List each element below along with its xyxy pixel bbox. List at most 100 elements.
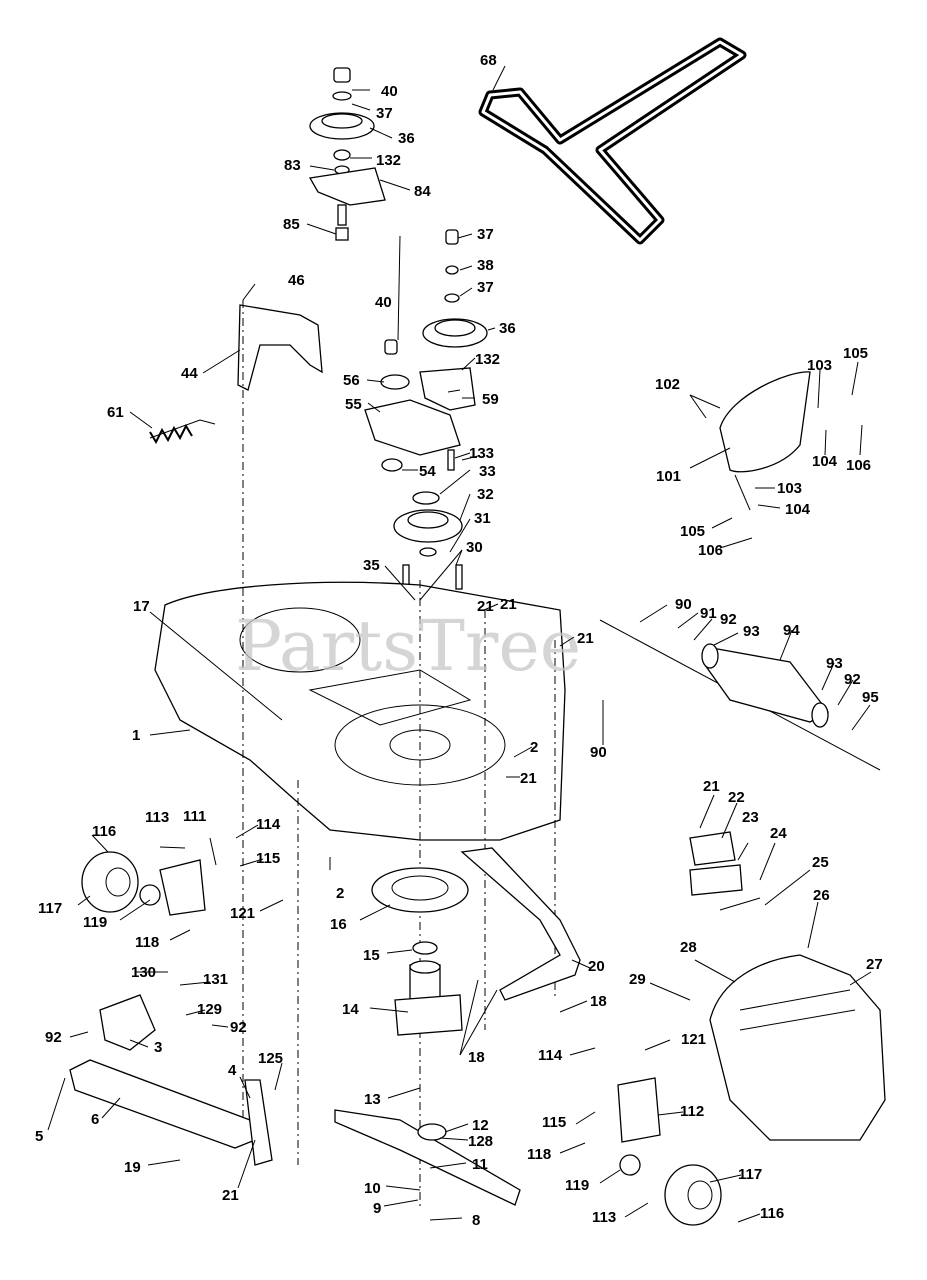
callout-114: 114 (256, 816, 281, 833)
callout-59: 59 (482, 391, 499, 408)
callout-105: 105 (680, 523, 705, 540)
callout-116: 116 (92, 823, 116, 840)
callout-31: 31 (474, 510, 491, 527)
callout-44: 44 (181, 365, 198, 382)
anti-scalp-roller[interactable] (599, 619, 881, 771)
callout-4: 4 (228, 1062, 237, 1079)
callout-28: 28 (680, 939, 697, 956)
callout-9: 9 (373, 1200, 381, 1217)
callout-15: 15 (363, 947, 380, 964)
callout-11: 11 (472, 1156, 488, 1173)
blade-adapter[interactable] (417, 1123, 447, 1141)
callout-20: 20 (588, 958, 605, 975)
callout-29: 29 (629, 971, 646, 988)
callout-33: 33 (479, 463, 496, 480)
callout-38: 38 (477, 257, 494, 274)
callout-111: 111 (183, 808, 206, 825)
callout-36: 36 (398, 130, 415, 147)
callout-132: 132 (475, 351, 500, 368)
callout-106: 106 (698, 542, 723, 559)
callout-93: 93 (826, 655, 843, 672)
watermark: PartsTree (235, 605, 581, 687)
callout-18: 18 (590, 993, 607, 1010)
callout-105: 105 (843, 345, 868, 362)
mower-deck[interactable] (154, 581, 566, 841)
callout-40: 40 (375, 294, 392, 311)
callout-92: 92 (230, 1019, 247, 1036)
callout-37: 37 (477, 279, 494, 296)
callout-102: 102 (655, 376, 680, 393)
right-gauge-wheel[interactable] (617, 1077, 722, 1226)
callout-21: 21 (703, 778, 720, 795)
callout-1: 1 (132, 727, 140, 744)
callout-26: 26 (813, 887, 830, 904)
callout-104: 104 (785, 501, 811, 518)
callout-25: 25 (812, 854, 829, 871)
callout-55: 55 (345, 396, 362, 413)
callout-37: 37 (477, 226, 494, 243)
callout-101: 101 (656, 468, 681, 485)
callout-18: 18 (468, 1049, 485, 1066)
callout-95: 95 (862, 689, 879, 706)
callout-21: 21 (500, 596, 517, 613)
left-gauge-wheel[interactable] (81, 851, 206, 916)
pivot-bracket[interactable] (689, 831, 761, 911)
leader-lines (47, 65, 872, 1223)
callout-92: 92 (720, 611, 737, 628)
callout-119: 119 (83, 914, 107, 931)
callout-27: 27 (866, 956, 883, 973)
callout-12: 12 (472, 1117, 489, 1134)
callout-21: 21 (477, 598, 494, 615)
callout-21: 21 (577, 630, 594, 647)
callout-84: 84 (414, 183, 431, 200)
callout-17: 17 (133, 598, 150, 615)
callout-90: 90 (590, 744, 607, 761)
callout-37: 37 (376, 105, 393, 122)
callout-121: 121 (230, 905, 255, 922)
front-bracket[interactable] (69, 994, 273, 1166)
callout-92: 92 (45, 1029, 62, 1046)
callout-36: 36 (499, 320, 516, 337)
spindle-assembly[interactable] (371, 867, 469, 1036)
center-idler-assembly[interactable] (364, 229, 488, 590)
callout-92: 92 (844, 671, 861, 688)
front-link[interactable] (460, 847, 581, 1001)
callout-104: 104 (812, 453, 838, 470)
callout-113: 113 (592, 1209, 616, 1226)
callout-93: 93 (743, 623, 760, 640)
drive-belt[interactable] (478, 37, 747, 245)
upper-idler-assembly[interactable] (308, 67, 386, 241)
callout-61: 61 (107, 404, 124, 421)
callout-10: 10 (364, 1180, 381, 1197)
callout-94: 94 (783, 622, 800, 639)
callout-117: 117 (38, 900, 62, 917)
callout-54: 54 (419, 463, 436, 480)
callout-90: 90 (675, 596, 692, 613)
deflector-shield[interactable] (709, 954, 886, 1141)
belt-guard[interactable] (237, 304, 323, 391)
callout-labels: 1 2 2 3 4 5 6 8 9 10 11 12 13 14 15 16 1… (35, 52, 883, 1229)
callout-19: 19 (124, 1159, 141, 1176)
callout-119: 119 (565, 1177, 589, 1194)
callout-115: 115 (542, 1114, 566, 1131)
mower-blade[interactable] (334, 1109, 521, 1206)
callout-14: 14 (342, 1001, 359, 1018)
discharge-chute[interactable] (719, 371, 811, 511)
callout-35: 35 (363, 557, 380, 574)
callout-24: 24 (770, 825, 787, 842)
callout-68: 68 (480, 52, 497, 69)
callout-3: 3 (154, 1039, 162, 1056)
callout-130: 130 (131, 964, 156, 981)
callout-30: 30 (466, 539, 483, 556)
callout-91: 91 (700, 605, 717, 622)
callout-40: 40 (381, 83, 398, 100)
spring[interactable] (149, 419, 216, 445)
callout-21: 21 (222, 1187, 239, 1204)
callout-117: 117 (738, 1166, 762, 1183)
callout-118: 118 (527, 1146, 551, 1163)
callout-23: 23 (742, 809, 759, 826)
callout-21: 21 (520, 770, 537, 787)
callout-114: 114 (538, 1047, 563, 1064)
callout-22: 22 (728, 789, 745, 806)
